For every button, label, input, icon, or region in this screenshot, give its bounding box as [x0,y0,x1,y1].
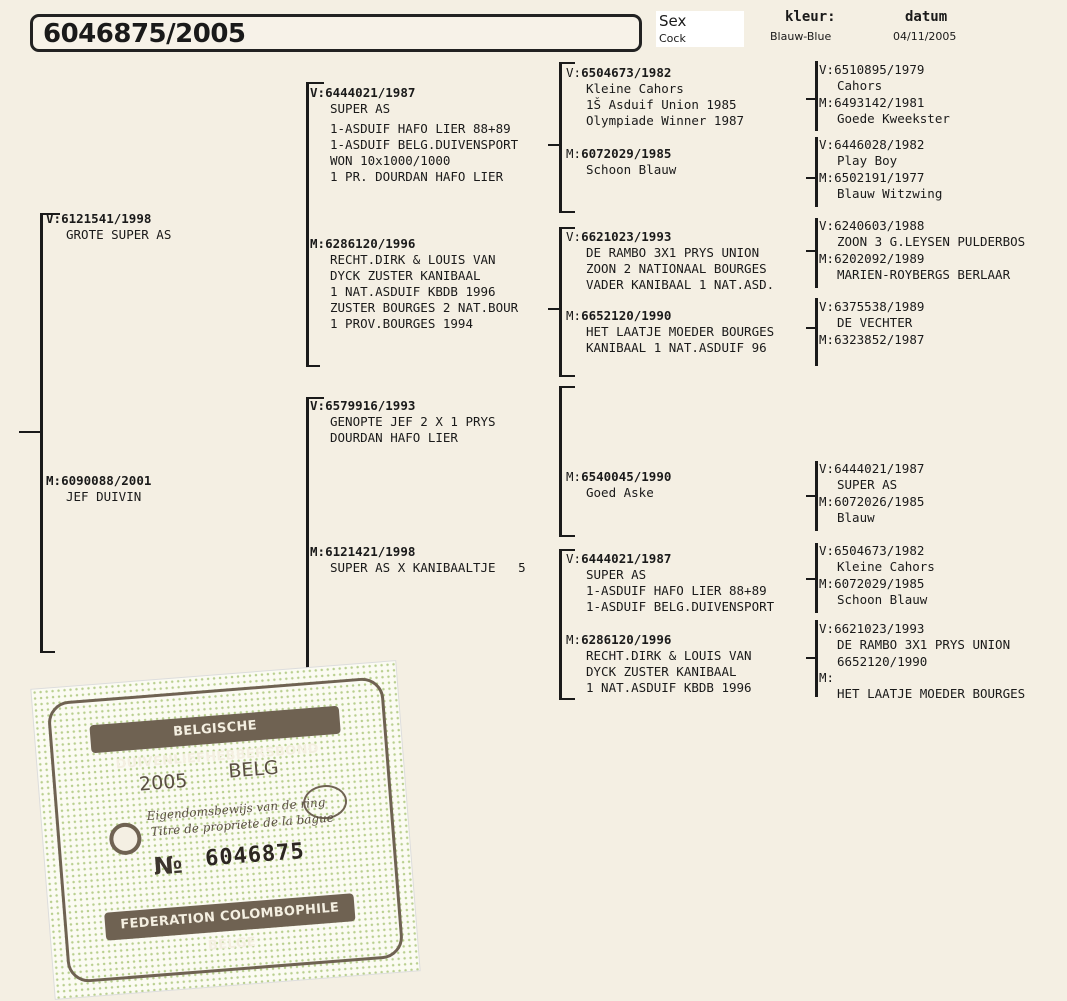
gen4-group-1: V:6510895/1979 Cahors M:6493142/1981 Goe… [819,62,950,126]
dam-sire-entry: V:6579916/1993 GENOPTE JEF 2 X 1 PRYS DO… [310,398,496,445]
gen4-group-2: V:6446028/1982 Play Boy M:6502191/1977 B… [819,137,943,201]
ring-number-box: 6046875/2005 [30,14,642,52]
color-label: kleur: [785,9,836,25]
gen4-group-5: V:6444021/1987 SUPER AS M:6072026/1985 B… [819,461,925,525]
sire-dam-entry: M:6286120/1996 RECHT.DIRK & LOUIS VAN DY… [310,236,519,331]
card-number-symbol: № [152,850,184,881]
sire-sire-entry: V:6444021/1987 SUPER AS 1-ASDUIF HAFO LI… [310,85,519,184]
card-year: 2005 [138,769,189,796]
sex-label: Sex [659,12,687,30]
sire-ring: 6121541/1998 [61,211,152,226]
ownership-certificate-card: BELGISCHE DUIVENLIEFHEBBERSBOND 2005 BEL… [31,661,420,999]
gen3-ssd-entry: M:6072029/1985 Schoon Blauw [566,146,677,177]
gen3-dds-entry: V:6444021/1987 SUPER AS 1-ASDUIF HAFO LI… [566,551,775,614]
sex-value: Cock [659,32,686,45]
gen4-group-6: V:6504673/1982 Kleine Cahors M:6072029/1… [819,543,935,607]
gen3-sds-entry: V:6621023/1993 DE RAMBO 3X1 PRYS UNION Z… [566,229,775,292]
sire-entry: V:6121541/1998 GROTE SUPER AS [46,211,172,242]
gen3-dsd-entry: M:6540045/1990 Goed Aske [566,469,672,500]
gen4-group-7: V:6621023/1993 DE RAMBO 3X1 PRYS UNION 6… [819,621,1026,702]
dam-ring: 6090088/2001 [61,473,152,488]
date-value: 04/11/2005 [893,30,957,43]
color-value: Blauw-Blue [770,30,832,43]
date-label: datum [905,9,948,25]
gen3-sss-entry: V:6504673/1982 Kleine Cahors 1Š Asduif U… [566,65,745,128]
ring-number: 6046875/2005 [43,19,246,49]
dam-dam-entry: M:6121421/1998 SUPER AS X KANIBAALTJE 5 [310,544,526,575]
gen3-ddd-entry: M:6286120/1996 RECHT.DIRK & LOUIS VAN DY… [566,632,752,695]
gen4-group-4: V:6375538/1989 DE VECHTER M:6323852/1987 [819,299,925,347]
sex-box [656,11,744,47]
gen4-group-3: V:6240603/1988 ZOON 3 G.LEYSEN PULDERBOS… [819,218,1026,282]
card-country: BELG [227,756,280,783]
gen3-sdd-entry: M:6652120/1990 HET LAATJE MOEDER BOURGES… [566,308,775,355]
dam-entry: M:6090088/2001 JEF DUIVIN [46,473,152,504]
